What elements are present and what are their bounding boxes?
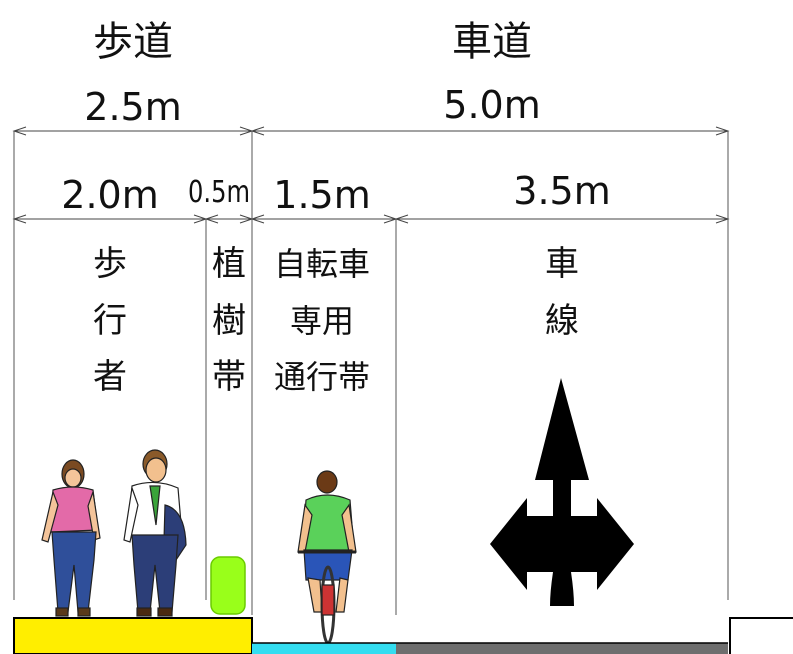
bike-lane-surface — [252, 643, 396, 654]
zone-boundaries — [13, 131, 729, 615]
pedestrian-width-label: 2.0m — [61, 173, 158, 217]
svg-text:専用: 専用 — [290, 302, 354, 340]
car-lane-width-label: 3.5m — [513, 169, 610, 213]
pedestrian-figures-icon — [41, 449, 187, 617]
svg-text:自転車: 自転車 — [274, 245, 370, 283]
bicycle-width-label: 1.5m — [273, 173, 370, 217]
shrub-icon — [210, 556, 246, 615]
sidewalk-surface — [13, 617, 253, 654]
svg-text:者: 者 — [93, 357, 127, 397]
svg-text:線: 線 — [545, 301, 579, 341]
svg-text:行: 行 — [93, 301, 127, 341]
svg-text:植: 植 — [212, 244, 246, 284]
svg-text:樹: 樹 — [212, 301, 246, 341]
pedestrian-man — [123, 449, 187, 617]
svg-text:歩: 歩 — [93, 244, 127, 284]
car-lane-surface — [396, 643, 728, 654]
roadway-width-label: 5.0m — [443, 83, 540, 127]
svg-text:帯: 帯 — [212, 357, 246, 397]
planting-zone-label: 植 樹 帯 — [212, 244, 246, 397]
svg-text:車: 車 — [545, 244, 579, 284]
bicycle-zone-label: 自転車 専用 通行帯 — [274, 245, 370, 396]
sidewalk-width-label: 2.5m — [84, 85, 181, 129]
curb-right — [729, 617, 793, 654]
planting-width-label: 0.5m — [188, 175, 250, 210]
straight-left-right-arrow-icon — [490, 378, 634, 606]
pedestrian-zone-label: 歩 行 者 — [93, 244, 127, 397]
roadway-title: 車道 — [452, 19, 532, 65]
car-lane-zone-label: 車 線 — [545, 244, 579, 341]
pedestrian-woman — [41, 459, 101, 617]
svg-text:通行帯: 通行帯 — [274, 358, 370, 396]
cyclist-icon — [297, 470, 357, 645]
sidewalk-title: 歩道 — [93, 19, 173, 65]
